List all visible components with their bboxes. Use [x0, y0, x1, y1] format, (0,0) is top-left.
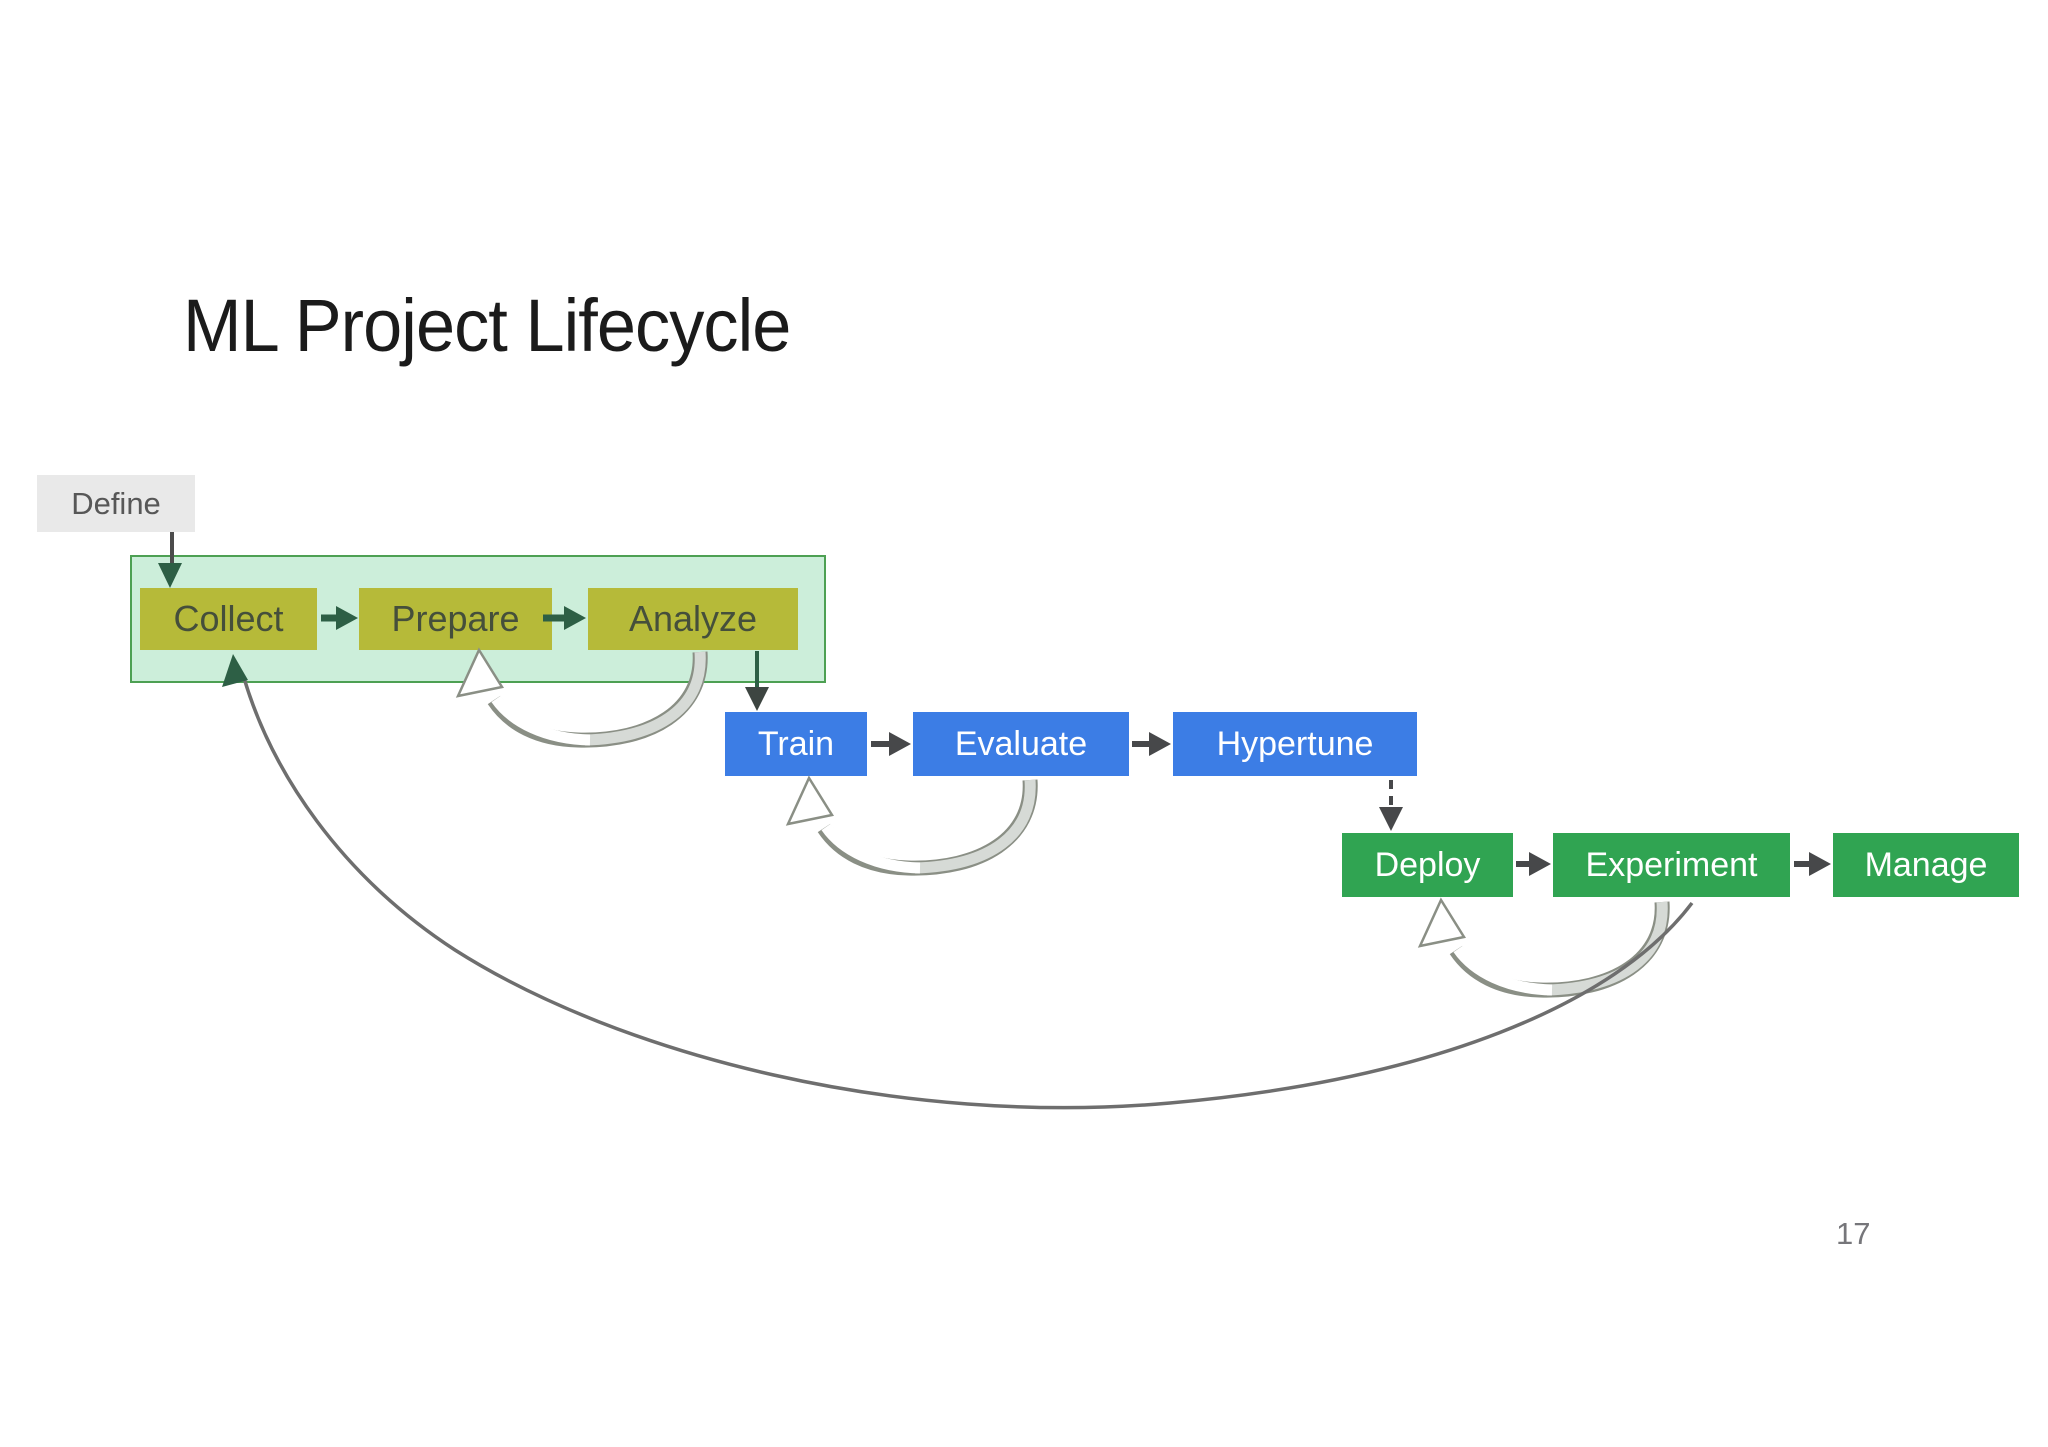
loopback-arrow-evaluate-train [785, 775, 1038, 876]
node-experiment: Experiment [1553, 833, 1790, 897]
node-deploy: Deploy [1342, 833, 1513, 897]
arrow-evaluate-hypertune [1132, 732, 1171, 756]
arrow-experiment-manage [1794, 852, 1831, 876]
node-collect: Collect [140, 588, 317, 650]
slide-title: ML Project Lifecycle [183, 284, 791, 367]
node-manage: Manage [1833, 833, 2019, 897]
page-number: 17 [1836, 1216, 1871, 1251]
node-evaluate: Evaluate [913, 712, 1129, 776]
node-train: Train [725, 712, 867, 776]
node-analyze: Analyze [588, 588, 798, 650]
node-define: Define [37, 475, 195, 532]
node-hypertune: Hypertune [1173, 712, 1417, 776]
loopback-arrow-experiment-deploy [1417, 897, 1670, 998]
node-prepare: Prepare [359, 588, 552, 650]
arrow-deploy-experiment [1516, 852, 1551, 876]
arrow-hypertune-deploy [1379, 780, 1403, 831]
arrow-train-evaluate [871, 732, 911, 756]
